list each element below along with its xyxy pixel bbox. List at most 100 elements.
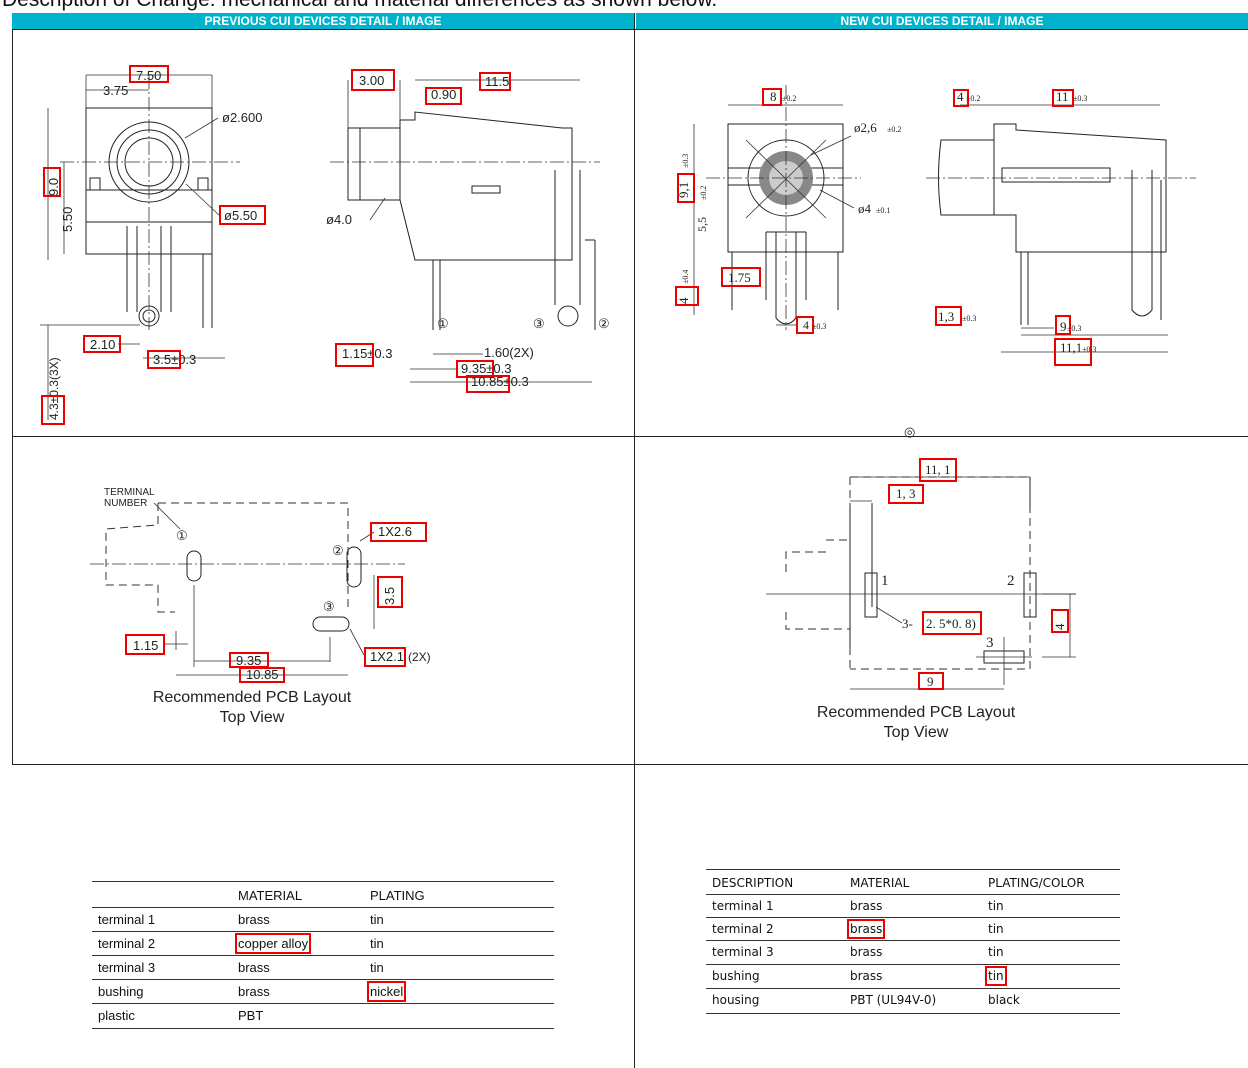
new-drawing: 8 ±0.2 ø2,6 ±0.2 ø4 ±0.1 9,1 ±0.3 5,5 ±0… [675,85,1196,439]
table-cell: terminal 1 [712,899,774,913]
prev-pcb-t3: ③ [323,599,335,614]
new-diam-inner-tol: ±0.2 [887,125,901,134]
prev-pin-length-label: 4.3±0.3(3X) [47,357,61,420]
prev-pcb-outline [158,502,349,607]
table-cell: housing [712,993,760,1007]
table-row: DESCRIPTION MATERIAL PLATING/COLOR [706,869,1120,895]
new-pcb-t3: 3 [986,635,994,651]
prev-pcb-dist-b-label: 10.85 [246,667,279,682]
table-row: housing PBT (UL94V-0) black [706,988,1120,1014]
prev-width-label: 7.50 [136,68,161,83]
prev-length-c: 11.5 [485,74,509,89]
table-cell: tin [370,912,384,927]
new-side-pin-b: 9 [1060,319,1067,334]
table-row: MATERIAL PLATING [92,881,554,908]
table-cell: tin [370,936,384,951]
previous-header: PREVIOUS CUI DEVICES DETAIL / IMAGE [12,13,634,29]
prev-pcb-caption-2: Top View [220,709,285,726]
table-row: plastic PBT [92,1003,554,1029]
grid-top-line [12,29,1248,30]
new-side-length-b-tol: ±0.3 [1073,94,1087,103]
table-cell: black [988,993,1020,1007]
table-row: bushing brass nickel [92,979,554,1004]
prev-pcb-t2: ② [332,543,344,558]
table-cell: terminal 2 [712,922,774,936]
prev-pin-offset-label: 3.5±0.3 [153,352,196,367]
table-row: terminal 2 brass tin [706,917,1120,941]
previous-material-table: MATERIAL PLATING terminal 1 brass tin te… [92,881,554,1031]
new-center-height-tol: ±0.2 [699,186,708,200]
prev-pcb-offset-label: 1.15 [133,638,158,653]
table-cell: terminal 3 [98,960,156,975]
table-row: terminal 3 brass tin [92,955,554,980]
prev-pcb-slot-3 [312,616,350,632]
prev-pin-spacing-label: 2.10 [90,337,115,352]
table-cell: PBT [238,1008,264,1023]
table-cell-highlighted: copper alloy [234,933,312,954]
prev-terminal-2: ② [598,316,610,331]
new-side-length-a: 4 [957,89,964,104]
prev-center-height-label: 5.50 [60,207,75,232]
table-cell: brass [238,984,270,999]
new-pcb-caption-1: Recommended PCB Layout [817,704,1016,721]
new-header: NEW CUI DEVICES DETAIL / IMAGE [636,13,1248,29]
table-header-cell: PLATING/COLOR [988,876,1085,890]
new-pcb-layout: 1 2 3 11, 1 1, 3 3- 2. 5*0. 8) 4 9 Recom… [766,458,1076,741]
prev-diam-outer-label: ø5.50 [224,208,257,223]
table-header-cell: MATERIAL [850,876,910,890]
prev-pin-b: 9.35±0.3 [461,361,512,376]
prev-terminal-3: ③ [533,316,545,331]
new-pcb-dist-label: 9 [927,674,934,689]
prev-pcb-terminal-label-2: NUMBER [104,498,147,509]
table-cell: tin [370,960,384,975]
prev-pin-c: 10.85±0.3 [471,374,529,389]
prev-height-label: 9.0 [46,178,61,196]
new-side-length-a-tol: ±0.2 [966,94,980,103]
new-diam-inner: ø2,6 [854,120,877,135]
new-pcb-t2: 2 [1007,573,1015,589]
prev-pcb-pitch-label: 3.5 [382,587,397,605]
table-header-cell: MATERIAL [238,888,303,903]
new-pcb-caption-2: Top View [884,724,949,741]
grid-center-divider [634,13,635,1068]
new-pin-length: 4 [676,297,691,304]
prev-pcb-caption-1: Recommended PCB Layout [153,689,352,706]
grid-row-divider-2 [12,764,1248,765]
table-row: terminal 2 copper alloy tin [92,931,554,956]
table-row: terminal 3 brass tin [706,940,1120,965]
new-partial-circle-glyph: ◎ [904,424,915,439]
table-cell: bushing [712,969,760,983]
prev-pin-a: 1.15±0.3 [342,346,393,361]
table-cell: brass [850,945,883,959]
prev-pcb-dist-a-label: 9.35 [236,653,261,668]
new-side-body [938,123,1167,253]
prev-terminal-1: ① [437,316,449,331]
table-cell: terminal 3 [712,945,774,959]
new-pcb-total-label: 11, 1 [925,462,951,477]
prev-pcb-slot-2 [346,546,362,588]
table-cell: PBT (UL94V-0) [850,993,937,1007]
new-pin-length-tol: ±0.4 [681,270,690,284]
new-pcb-slot-label: 2. 5*0. 8) [926,616,976,631]
new-side-pin-c: 11,1 [1060,340,1082,355]
table-row: terminal 1 brass tin [92,907,554,932]
new-side-length-b: 11 [1056,89,1069,104]
table-cell-highlighted: brass [846,919,886,939]
prev-pcb-t1: ① [176,528,188,543]
table-cell: plastic [98,1008,135,1023]
new-center-height: 5,5 [695,217,709,232]
new-side-pin-b-tol: ±0.3 [1067,324,1081,333]
new-pin-width: 4 [803,318,809,332]
new-pcb-pitch-label: 4 [1052,623,1067,630]
table-cell-highlighted: nickel [366,981,407,1002]
table-cell-highlighted: tin [985,966,1007,986]
page-description: Description of Change: mechanical and ma… [2,0,717,12]
prev-pcb-terminal-label-1: TERMINAL [104,487,155,498]
new-side-pin-a-tol: ±0.3 [962,314,976,323]
new-diam-outer: ø4 [858,201,872,216]
previous-drawing: 7.50 3.75 ø2.600 ø5.50 9.0 5.50 2.10 3.5… [40,65,610,425]
table-cell: brass [850,969,883,983]
new-front-body [727,123,844,253]
new-pcb-slot-prefix: 3- [902,616,913,631]
new-pcb-offset-label: 1, 3 [896,486,916,501]
